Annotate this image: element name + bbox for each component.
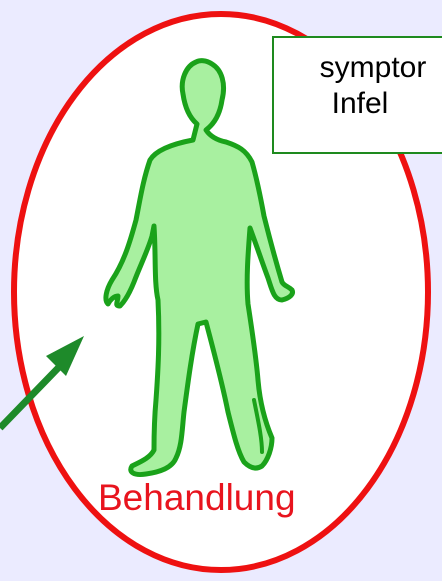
label-line-1: symptor: [276, 50, 442, 86]
treatment-caption: Behandlung: [98, 476, 296, 520]
label-line-2: Infel: [272, 86, 442, 122]
symptom-label-box: symptor Infel: [272, 36, 442, 154]
